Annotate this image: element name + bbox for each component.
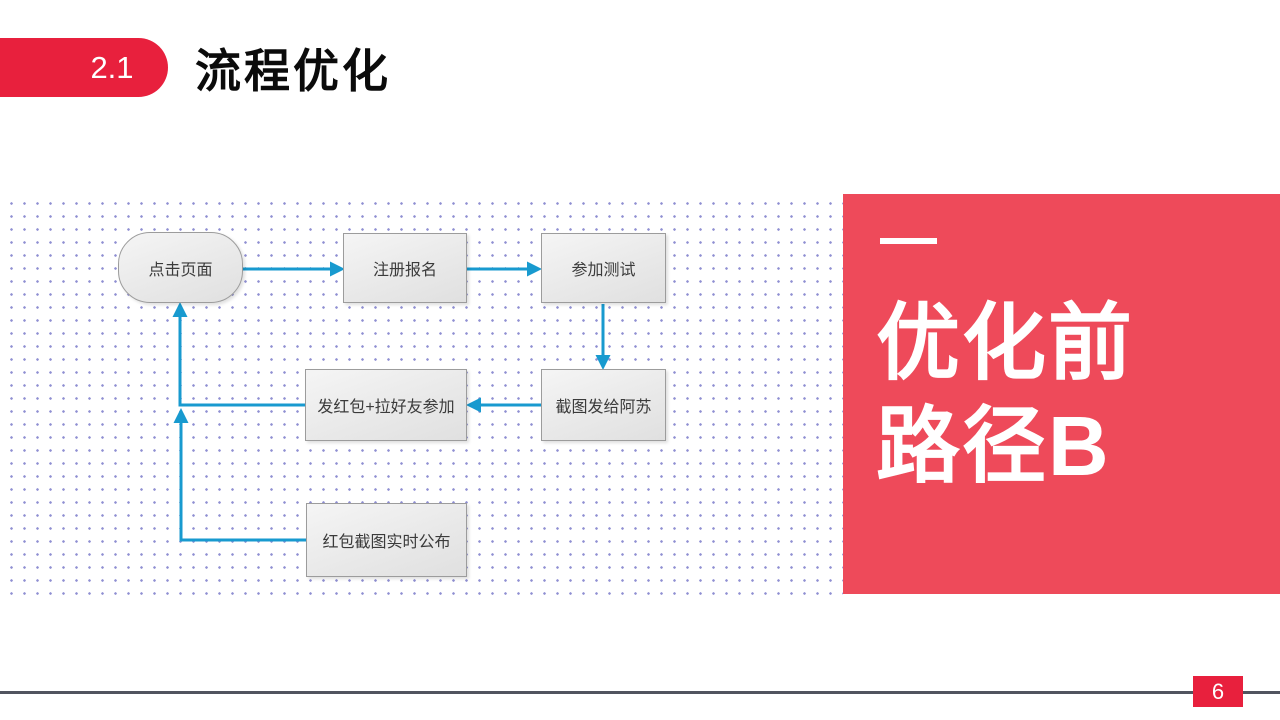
flow-node-label: 截图发给阿苏 <box>555 399 652 416</box>
flow-node-test: 参加测试 <box>541 233 666 303</box>
arrowhead-left-icon <box>466 397 481 413</box>
panel-title: 优化前 路径B <box>876 292 1134 498</box>
arrowhead-down-icon <box>595 355 611 370</box>
arrowhead-right-icon <box>330 261 345 277</box>
flow-node-start: 点击页面 <box>118 232 243 303</box>
dash-icon <box>880 238 937 244</box>
flow-connectors <box>172 261 611 542</box>
footer-divider <box>0 691 1280 694</box>
side-panel: 优化前 路径B <box>843 194 1280 594</box>
edge-share-start <box>178 317 305 407</box>
section-badge: 2.1 <box>0 38 168 97</box>
flow-node-register: 注册报名 <box>343 233 467 303</box>
flow-node-label: 发红包+拉好友参加 <box>317 399 455 416</box>
flow-node-label: 点击页面 <box>148 261 213 279</box>
flow-node-announce: 红包截图实时公布 <box>306 503 467 577</box>
flow-node-screenshot: 截图发给阿苏 <box>541 369 666 441</box>
edge-announce-merge <box>179 423 306 542</box>
flowchart-canvas: 点击页面 注册报名 参加测试 发红包+拉好友参加 截图发给阿苏 红包截图实时公布 <box>0 195 843 595</box>
page-title: 流程优化 <box>195 45 391 97</box>
flow-node-label: 参加测试 <box>571 262 636 279</box>
page-number: 6 <box>1211 678 1225 704</box>
panel-title-line1: 优化前 <box>876 296 1135 390</box>
flow-node-label: 红包截图实时公布 <box>322 534 451 551</box>
arrowhead-up-icon <box>172 302 188 317</box>
arrowhead-right-icon <box>527 261 542 277</box>
section-number: 2.1 <box>90 49 134 85</box>
flow-node-label: 注册报名 <box>372 262 437 279</box>
panel-title-line2: 路径B <box>876 399 1111 493</box>
arrowhead-up-icon <box>173 408 189 423</box>
page-number-badge: 6 <box>1193 676 1243 707</box>
flow-node-share: 发红包+拉好友参加 <box>305 369 467 441</box>
